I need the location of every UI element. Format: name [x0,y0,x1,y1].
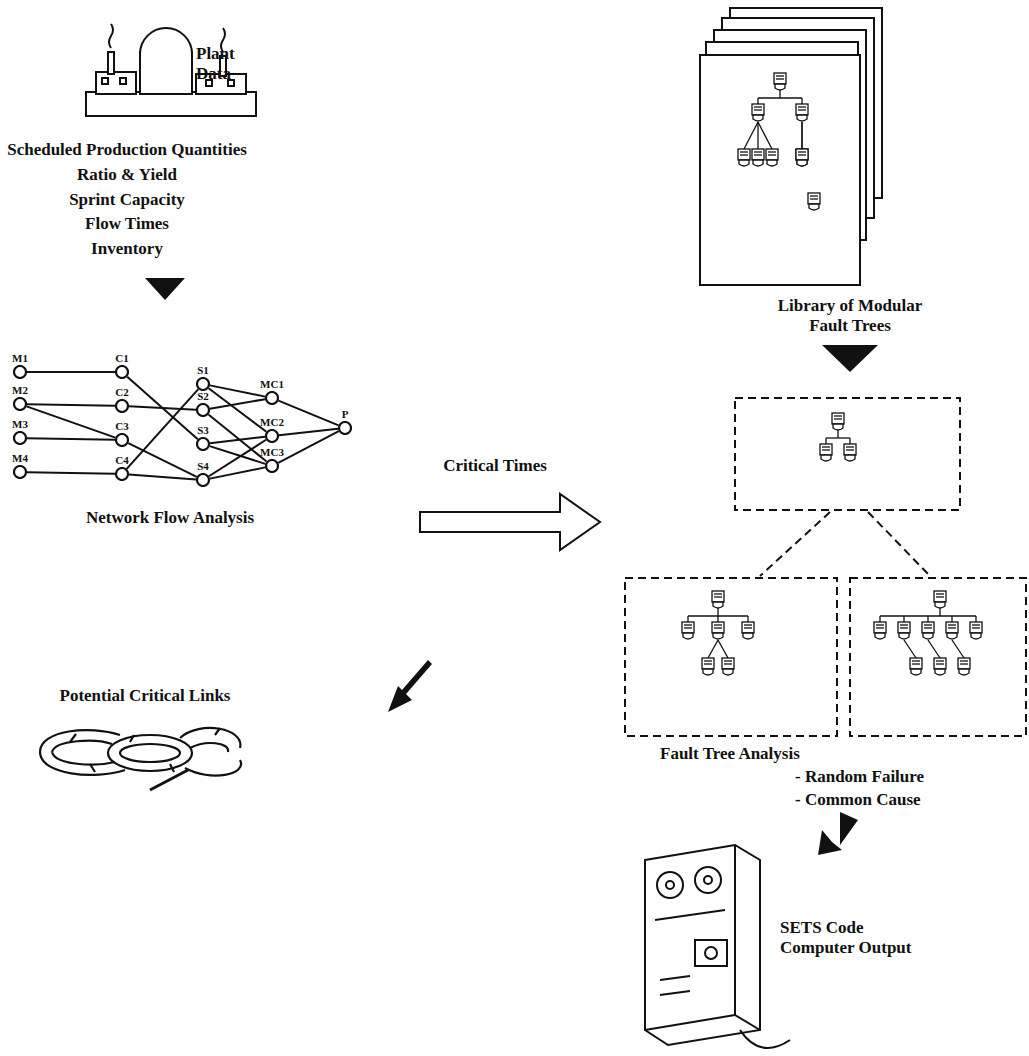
caption-label: Network Flow Analysis [40,508,300,528]
node-label: S3 [197,425,209,436]
node-label: S1 [197,365,209,376]
node-label: C3 [115,421,128,432]
network-link [128,443,196,477]
network-node: M3 [0,419,40,445]
node-circle [115,467,129,481]
caption-label: Sprint Capacity [2,190,252,210]
network-node: M4 [0,453,40,479]
node-label: MC3 [260,447,284,458]
network-link [27,406,116,437]
plant-illustration [86,24,256,116]
node-label: P [342,409,349,420]
node-circle [115,365,129,379]
node-circle [196,437,210,451]
node-label: C4 [115,455,128,466]
node-circle [196,377,210,391]
caption-label: Fault Tree Analysis [660,744,860,764]
network-node: C4 [102,455,142,481]
node-label: S4 [197,461,209,472]
network-node: S3 [183,425,223,451]
network-link [210,467,265,478]
chain-illustration [40,728,241,790]
node-circle [265,429,279,443]
network-link [27,438,115,440]
network-node: M2 [0,385,40,411]
caption-label: Plant Data [196,44,250,85]
network-node: S1 [183,365,223,391]
node-circle [13,397,27,411]
network-link [129,475,196,480]
node-label: M4 [12,453,28,464]
network-link [209,388,267,432]
flow-arrow [145,278,185,300]
network-node: S2 [183,391,223,417]
node-circle [196,473,210,487]
node-circle [338,421,352,435]
caption-label: SETS Code Computer Output [780,918,920,959]
network-link [27,472,115,474]
caption-label: Scheduled Production Quantities [2,140,252,160]
network-node: C3 [102,421,142,447]
network-node: MC1 [252,379,292,405]
fault-tree-icon [738,73,820,210]
network-node: M1 [0,353,40,379]
network-link [210,446,266,464]
network-link [127,389,199,469]
network-link [27,371,115,373]
caption-label: Potential Critical Links [20,686,270,706]
flow-arrow [818,812,858,855]
network-node: P [325,409,365,435]
node-circle [13,431,27,445]
network-link [210,399,265,409]
flow-arrow [388,660,432,712]
node-circle [115,433,129,447]
network-node: C2 [102,387,142,413]
node-label: C2 [115,387,128,398]
flow-arrow [822,345,878,372]
caption-label: Library of Modular Fault Trees [770,296,930,337]
network-link [278,431,339,463]
network-link [129,406,196,409]
node-circle [265,459,279,473]
network-link [210,437,265,443]
caption-label: Ratio & Yield [2,165,252,185]
caption-label: Flow Times [2,214,252,234]
computer-illustration [645,845,790,1048]
node-circle [13,365,27,379]
node-circle [115,399,129,413]
caption-label: Inventory [2,239,252,259]
node-circle [13,465,27,479]
node-label: M1 [12,353,28,364]
node-label: M3 [12,419,28,430]
node-label: MC1 [260,379,284,390]
node-label: S2 [197,391,209,402]
node-circle [265,391,279,405]
network-node: S4 [183,461,223,487]
caption-label: Critical Times [400,456,590,476]
network-node: C1 [102,353,142,379]
network-link [27,404,115,406]
hollow-arrow [420,494,600,550]
network-link [209,440,266,476]
caption-label: - Common Cause [795,790,995,810]
network-node: MC3 [252,447,292,473]
module-box [625,398,1026,736]
node-label: MC2 [260,417,284,428]
network-link [278,401,338,426]
node-label: C1 [115,353,128,364]
fault-tree-icon [682,413,982,675]
fault-tree-library [700,8,882,285]
node-label: M2 [12,385,28,396]
node-circle [196,403,210,417]
caption-label: - Random Failure [795,767,995,787]
network-link [279,429,338,435]
network-node: MC2 [252,417,292,443]
